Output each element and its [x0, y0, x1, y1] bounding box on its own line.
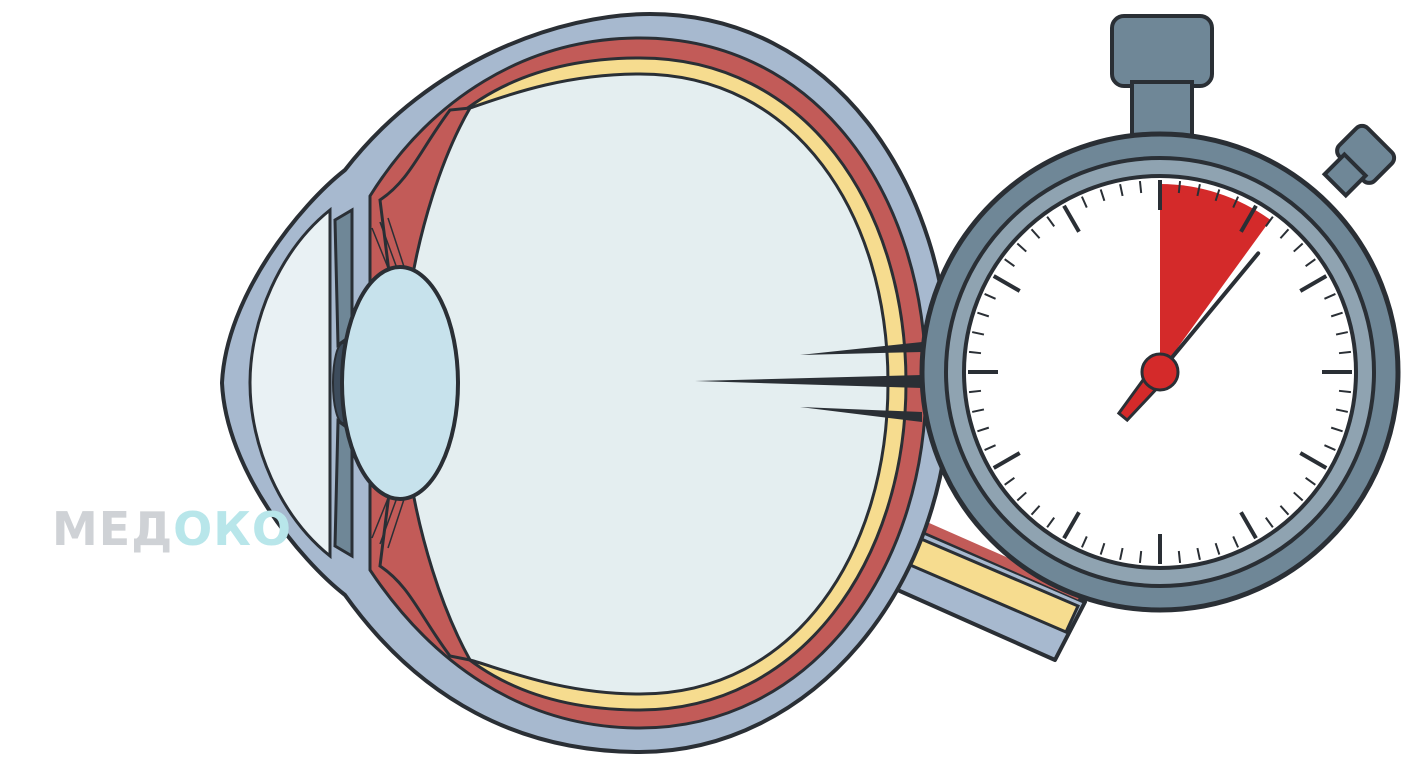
minor-tick	[968, 389, 982, 394]
minor-tick	[1080, 536, 1088, 548]
watermark-text-accent: ОКО	[173, 502, 292, 556]
minor-tick	[1264, 517, 1274, 528]
minor-tick	[1305, 258, 1316, 268]
minor-tick	[1099, 189, 1106, 202]
hand-hub	[1140, 352, 1180, 392]
minor-tick	[1335, 331, 1349, 336]
light-rays	[695, 342, 922, 422]
minor-tick	[1119, 183, 1124, 197]
major-tick	[1299, 274, 1328, 293]
minor-tick	[1046, 216, 1056, 227]
crown-button	[1110, 14, 1214, 88]
major-tick	[1062, 511, 1081, 540]
minor-tick	[1293, 491, 1304, 502]
minor-tick	[1335, 408, 1349, 413]
major-tick	[1299, 451, 1328, 470]
minor-tick	[1305, 476, 1316, 486]
watermark-logo: МЕД ОКО	[52, 506, 292, 552]
minor-tick	[1016, 242, 1027, 253]
minor-tick	[984, 292, 996, 300]
crown-stem	[1130, 80, 1194, 142]
minor-tick	[1293, 242, 1304, 253]
major-tick	[1239, 511, 1258, 540]
minor-tick	[971, 331, 985, 336]
ciliary-body-lower	[378, 473, 473, 663]
minor-tick	[1004, 258, 1015, 268]
minor-tick	[1119, 547, 1124, 561]
minor-tick	[1030, 505, 1041, 516]
minor-tick	[1004, 476, 1015, 486]
cornea	[248, 206, 332, 560]
watermark-text-main: МЕД	[52, 502, 174, 556]
minor-tick	[1279, 228, 1290, 239]
minor-tick	[1080, 196, 1088, 208]
minor-tick	[1324, 444, 1336, 452]
ciliary-body-upper	[378, 106, 473, 293]
major-tick	[992, 451, 1021, 470]
minor-tick	[1264, 216, 1274, 227]
minor-tick	[1138, 180, 1143, 194]
minor-tick	[1177, 550, 1182, 564]
minor-tick	[1030, 228, 1041, 239]
major-tick	[992, 274, 1021, 293]
minor-tick	[1330, 426, 1343, 433]
minor-tick	[977, 311, 990, 318]
minor-tick	[1016, 491, 1027, 502]
major-tick	[1062, 204, 1081, 233]
major-tick	[1239, 204, 1258, 233]
stopwatch-hand	[1116, 251, 1261, 423]
minor-tick	[968, 350, 982, 355]
dial-ticks	[968, 180, 1352, 564]
minor-tick	[1324, 292, 1336, 300]
minor-tick	[1177, 180, 1182, 194]
minor-tick	[1099, 542, 1106, 555]
minor-tick	[1330, 311, 1343, 318]
minor-tick	[977, 426, 990, 433]
side-button	[1321, 123, 1397, 199]
eye-globe	[219, 11, 953, 755]
minor-tick	[1279, 505, 1290, 516]
minor-tick	[1138, 550, 1143, 564]
minor-tick	[1214, 542, 1221, 555]
stopwatch	[919, 14, 1401, 613]
lens	[340, 265, 460, 501]
minor-tick	[1214, 189, 1221, 202]
minor-tick	[1232, 536, 1240, 548]
minor-tick	[1196, 183, 1201, 197]
minor-tick	[1338, 389, 1352, 394]
minor-tick	[1046, 517, 1056, 528]
minor-tick	[984, 444, 996, 452]
minor-tick	[1338, 350, 1352, 355]
minor-tick	[1196, 547, 1201, 561]
minor-tick	[1232, 196, 1240, 208]
minor-tick	[971, 408, 985, 413]
